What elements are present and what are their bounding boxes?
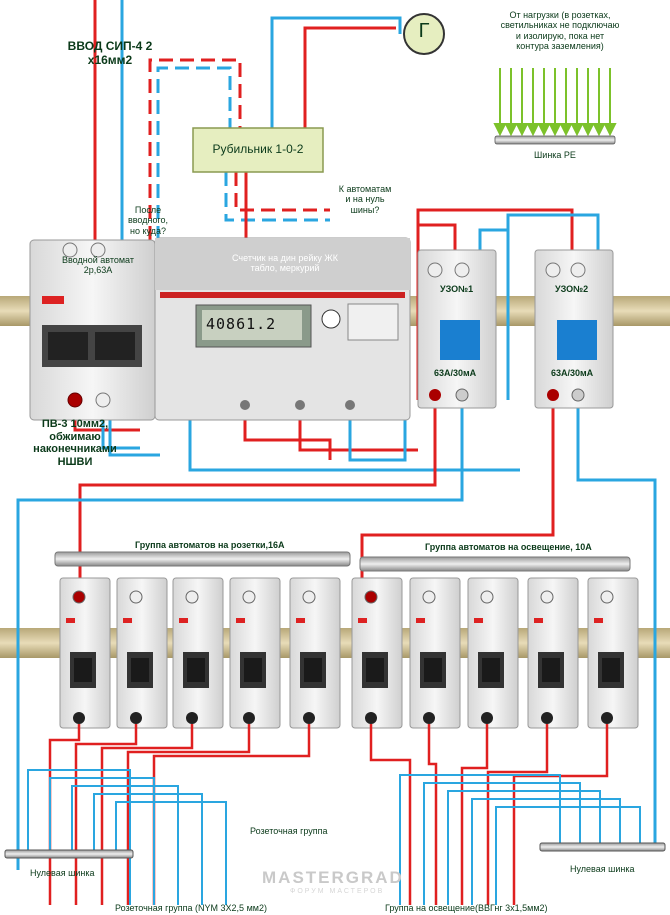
wire-note: ПВ-3 10мм2, обжимаю наконечниками НШВИ (33, 418, 117, 468)
rcd-feed-wiring (16, 208, 657, 870)
neutral-bus-right (539, 842, 666, 852)
group-lights-label: Группа автоматов на освещение, 10А (425, 542, 592, 552)
rcd2-rating: 63А/30мА (551, 368, 594, 378)
pe-arrows (493, 68, 617, 137)
pe-bus-bar (494, 135, 616, 145)
top-wiring (93, 0, 402, 240)
circuit-breaker (409, 577, 461, 729)
watermark-sub: ФОРУМ МАСТЕРОВ (290, 888, 385, 895)
circuit-breaker (351, 577, 403, 729)
circuit-breaker (59, 577, 111, 729)
meter-display: 40861.2 (206, 315, 277, 333)
circuit-breaker (116, 577, 168, 729)
switch-box (192, 127, 324, 173)
comb-bus-lights (359, 556, 631, 572)
pe-note: От нагрузки (в розетках, светильниках не… (500, 10, 620, 52)
socket-group-label: Розеточная группа (250, 826, 328, 836)
group-sockets-label: Группа автоматов на розетки,16А (135, 540, 285, 550)
pe-bus-label: Шинка PE (534, 150, 576, 160)
to-breakers-note: К автоматам и на нуль шины? (338, 184, 392, 215)
circuit-breaker (172, 577, 224, 729)
neutral-bus-left (4, 849, 134, 859)
circuit-breakers (59, 577, 639, 729)
input-breaker (29, 239, 156, 421)
socket-cable-label: Розеточная группа (NYM 3X2,5 мм2) (115, 903, 267, 913)
neutral-left-label: Нулевая шинка (30, 868, 95, 878)
circuit-breaker (289, 577, 341, 729)
rcd-2 (534, 249, 614, 409)
output-wires (27, 724, 641, 905)
meter-label: Счетчик на дин рейку ЖК табло, меркурий (232, 253, 338, 274)
watermark: MASTERGRAD (262, 868, 404, 887)
electricity-meter (154, 237, 411, 421)
generator-label: Г (418, 20, 430, 42)
rcd1-rating: 63А/30мА (434, 368, 477, 378)
circuit-breaker (467, 577, 519, 729)
generator-symbol (403, 13, 445, 55)
neutral-right-label: Нулевая шинка (570, 864, 635, 874)
rcd1-label: УЗО№1 (440, 284, 474, 294)
input-title: ВВОД СИП-4 2 х16мм2 (67, 39, 153, 67)
comb-bus-sockets (54, 551, 351, 567)
switch-box-label: Рубильник 1-0-2 (212, 142, 304, 156)
input-breaker-label: Вводной автомат 2р,63А (62, 255, 134, 276)
rcd-1 (417, 249, 497, 409)
after-input-note: После вводного, но куда? (127, 205, 169, 236)
circuit-breaker (587, 577, 639, 729)
rcd2-label: УЗО№2 (555, 284, 589, 294)
circuit-breaker (527, 577, 579, 729)
circuit-breaker (229, 577, 281, 729)
light-cable-label: Группа на освещение(ВВГнг 3х1,5мм2) (385, 903, 548, 913)
